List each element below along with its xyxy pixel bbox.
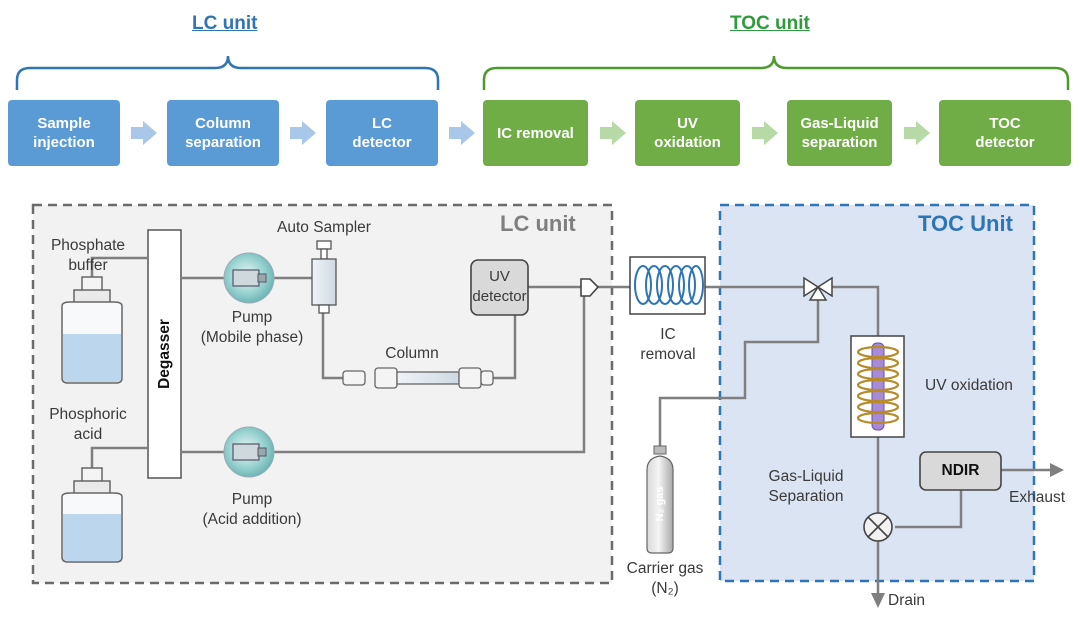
pump-acid-label: Pump (Acid addition) — [202, 491, 302, 528]
uv-detector-label: UV detector — [472, 268, 527, 305]
uv-detector — [470, 259, 529, 316]
connector — [580, 278, 600, 297]
phosphate-buffer-label: Phosphate buffer — [50, 237, 126, 274]
valve-icon — [803, 276, 833, 301]
auto-sampler-label: Auto Sampler — [277, 219, 371, 236]
column — [342, 367, 494, 389]
exhaust-label: Exhaust — [1009, 489, 1066, 506]
toc-bracket — [482, 55, 1070, 90]
carrier-gas-label: Carrier gas — [626, 560, 704, 577]
exhaust-arrowhead — [1050, 463, 1064, 477]
n2-cylinder-label: N₂ gas — [654, 486, 666, 522]
pump-mobile-label: Pump (Mobile phase) — [200, 309, 304, 346]
phosphate-buffer-bottle — [61, 276, 123, 384]
n2-gas-cylinder — [646, 445, 674, 554]
drain-arrowhead — [871, 593, 885, 608]
uv-oxidation-label: UV oxidation — [925, 377, 1013, 394]
pump-acid-addition — [223, 426, 275, 478]
toc-box-label: TOC Unit — [918, 211, 1013, 236]
degasser — [147, 229, 182, 479]
carrier-gas-formula-label: (N₂) — [651, 580, 679, 597]
toc-unit-title: TOC unit — [730, 13, 810, 34]
step-uv-oxidation: UV oxidation — [635, 100, 740, 166]
lc-box-label: LC unit — [500, 211, 576, 236]
auto-sampler — [311, 240, 337, 314]
column-label: Column — [385, 345, 439, 362]
step-gas-liquid-separation: Gas-Liquid separation — [787, 100, 892, 166]
ic-removal-label: IC removal — [640, 326, 696, 363]
phosphoric-acid-label: Phosphoric acid — [49, 406, 127, 443]
step-ic-removal: IC removal — [483, 100, 588, 166]
phosphoric-acid-bottle — [61, 467, 123, 563]
gas-liquid-separator-icon — [863, 512, 893, 542]
ic-removal-coil — [629, 256, 706, 315]
degasser-label: Degasser — [156, 319, 173, 389]
lc-bracket — [15, 55, 440, 90]
step-sample-injection: Sample injection — [8, 100, 120, 166]
step-toc-detector: TOC detector — [939, 100, 1071, 166]
pump-mobile-phase — [223, 252, 275, 304]
uv-oxidation-reactor — [850, 335, 905, 438]
drain-label: Drain — [888, 592, 926, 609]
lc-unit-title: LC unit — [192, 13, 258, 34]
step-column-separation: Column separation — [167, 100, 279, 166]
ndir-label: NDIR — [941, 462, 980, 479]
step-lc-detector: LC detector — [326, 100, 438, 166]
gas-liquid-separation-label: Gas-Liquid Separation — [768, 468, 844, 505]
ndir-box — [919, 451, 1002, 491]
